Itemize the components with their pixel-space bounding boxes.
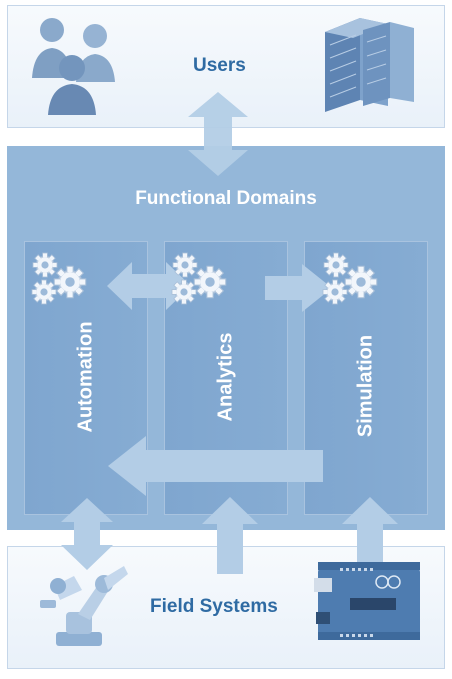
- automation-label: Automation: [74, 321, 97, 433]
- users-group-icon: [32, 18, 115, 115]
- server-rack-icon: [325, 18, 414, 112]
- analytics-simulation-arrow: [265, 264, 332, 312]
- automation-analytics-arrow: [107, 262, 191, 310]
- microcontroller-board-icon: [314, 562, 420, 640]
- field-systems-title: Field Systems: [150, 596, 278, 617]
- analytics-label: Analytics: [214, 332, 237, 422]
- automation-gears-icon: [31, 252, 87, 305]
- users-title: Users: [193, 55, 246, 76]
- field-analytics-arrow: [202, 497, 258, 574]
- users-domains-arrow: [188, 92, 248, 176]
- robot-arm-icon: [40, 566, 128, 646]
- simulation-label: Simulation: [354, 334, 377, 438]
- simulation-gears-icon: [322, 252, 378, 305]
- feedback-arrow: [108, 436, 323, 496]
- field-simulation-arrow: [342, 497, 398, 574]
- functional-domains-title: Functional Domains: [135, 188, 317, 209]
- field-automation-arrow: [61, 498, 113, 570]
